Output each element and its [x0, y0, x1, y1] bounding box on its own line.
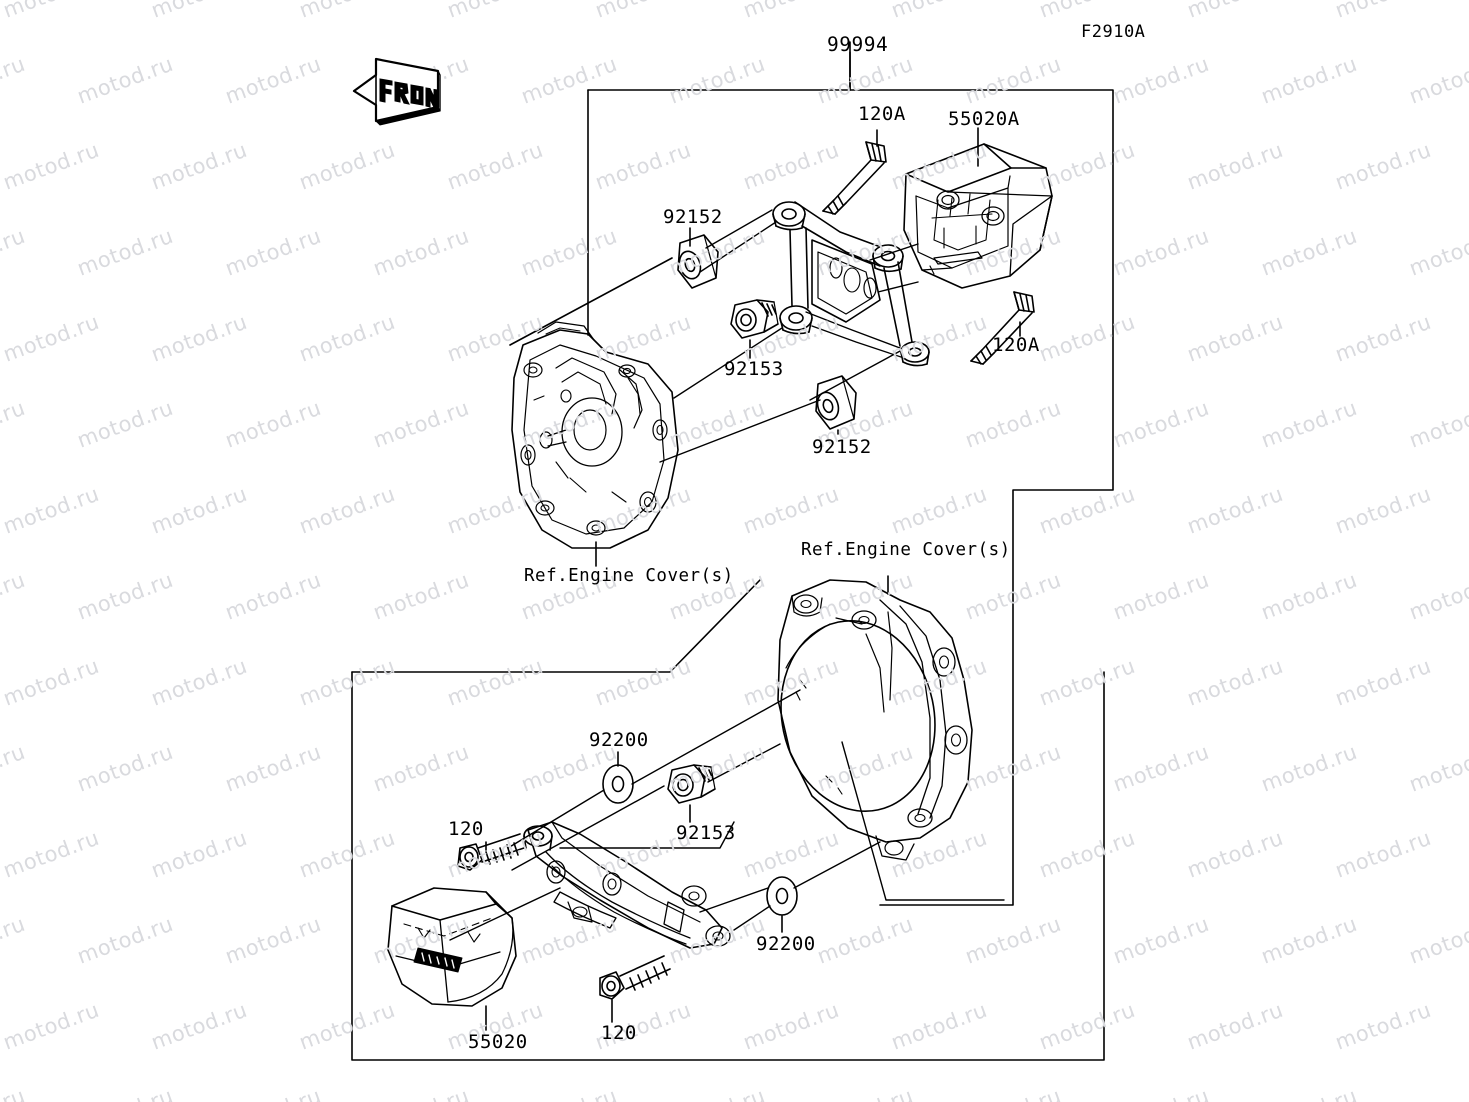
kawasaki-badge — [413, 947, 463, 973]
label-99994: 99994 — [827, 33, 889, 56]
label-55020: 55020 — [468, 1031, 528, 1053]
diagram-code: F2910A — [1081, 22, 1146, 42]
label-ref-engine-cover-right: Ref.Engine Cover(s) — [801, 540, 1011, 560]
part-120-bottom — [599, 955, 671, 1000]
part-120-left — [457, 833, 525, 871]
assembly-axis-lines — [659, 209, 919, 463]
part-92153-upper — [730, 299, 779, 339]
label-92152-bottom: 92152 — [812, 436, 872, 458]
lower-leader-brackets — [559, 741, 1005, 901]
part-upper-bracket — [772, 201, 930, 367]
front-direction-marker — [352, 57, 441, 126]
label-ref-engine-cover-left: Ref.Engine Cover(s) — [524, 566, 734, 586]
part-120a-bottom — [970, 291, 1035, 365]
upper-kit-frame — [587, 41, 1114, 906]
part-92200-bottom — [766, 876, 798, 916]
part-55020a-guard — [903, 143, 1053, 289]
label-92152-top: 92152 — [663, 206, 723, 228]
part-92152-bottom — [815, 375, 857, 430]
part-55020-guard — [387, 887, 517, 1007]
part-92152-top — [677, 234, 719, 289]
label-92153-lower: 92153 — [676, 822, 736, 844]
label-92153-upper: 92153 — [724, 358, 784, 380]
part-ref-engine-cover-upper — [511, 321, 679, 549]
lower-kit-frame — [351, 579, 1105, 1061]
part-92200-top — [602, 764, 634, 804]
label-55020a: 55020A — [948, 108, 1020, 130]
label-120a-top: 120A — [858, 103, 906, 125]
part-92153-lower — [667, 764, 716, 804]
part-120a-top — [822, 141, 887, 215]
part-lower-bracket — [523, 821, 731, 949]
label-92200-top: 92200 — [589, 729, 649, 751]
label-92200-bottom: 92200 — [756, 933, 816, 955]
label-120-bottom: 120 — [601, 1022, 637, 1044]
label-120a-bottom: 120A — [992, 334, 1040, 356]
label-120-left: 120 — [448, 818, 484, 840]
assembly-axis-lines-lower — [449, 689, 881, 941]
part-ref-engine-cover-lower — [777, 579, 973, 861]
connector-92152-top — [509, 257, 673, 346]
